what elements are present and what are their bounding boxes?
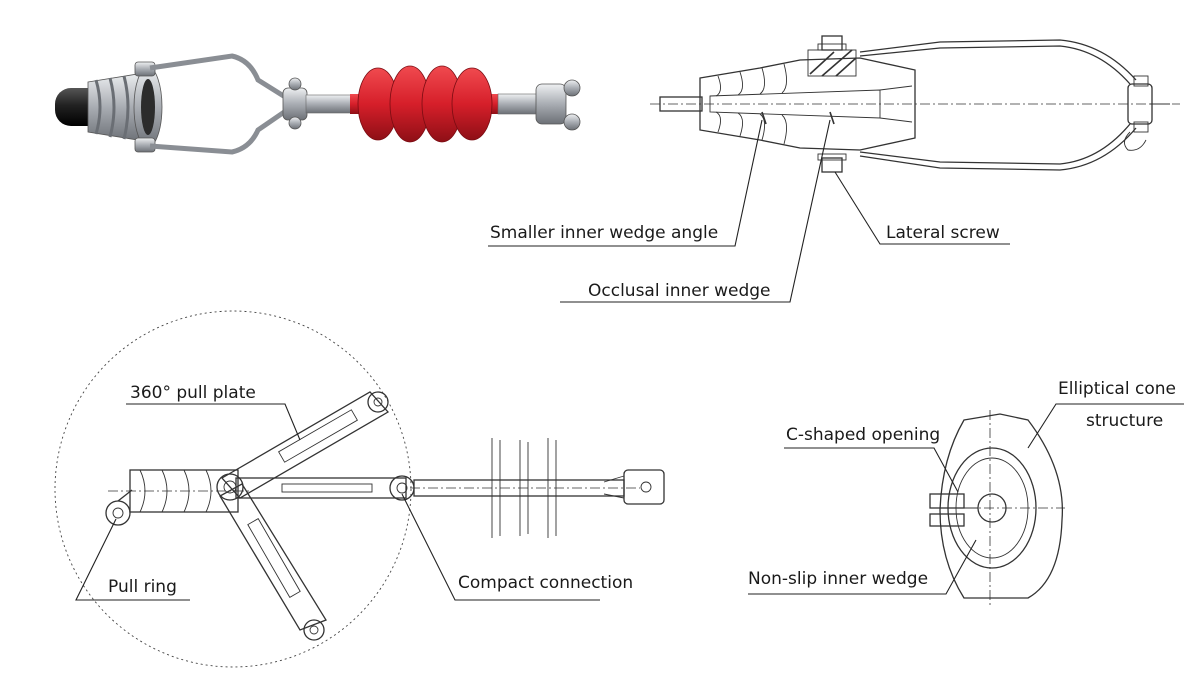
cross-section-drawing	[650, 35, 1180, 173]
label-pull-ring: Pull ring	[108, 577, 177, 597]
rotation-drawing	[54, 310, 665, 668]
label-non-slip-inner-wedge: Non-slip inner wedge	[748, 569, 928, 589]
elliptical-cone-drawing	[929, 410, 1065, 605]
label-elliptical-cone-line2: structure	[1086, 411, 1163, 431]
leaders-bottom-left	[75, 403, 600, 601]
label-occlusal-inner-wedge: Occlusal inner wedge	[588, 281, 771, 301]
leaders-top-right	[488, 119, 1010, 303]
rotation-circle	[54, 310, 412, 668]
label-compact-connection: Compact connection	[458, 573, 633, 593]
label-elliptical-cone-line1: Elliptical cone	[1058, 379, 1176, 399]
bail-wire	[149, 53, 292, 103]
leaders-bottom-right	[748, 403, 1184, 595]
label-smaller-inner-wedge-angle: Smaller inner wedge angle	[490, 223, 718, 243]
steel-rod-left	[305, 94, 355, 114]
label-c-shaped-opening: C-shaped opening	[786, 425, 940, 445]
label-lateral-screw: Lateral screw	[886, 223, 1000, 243]
clamp-photo	[55, 53, 581, 155]
insulator-red	[350, 65, 500, 143]
hatched-section	[807, 49, 857, 77]
wedge-body	[87, 61, 163, 153]
label-360-pull-plate: 360° pull plate	[130, 383, 256, 403]
